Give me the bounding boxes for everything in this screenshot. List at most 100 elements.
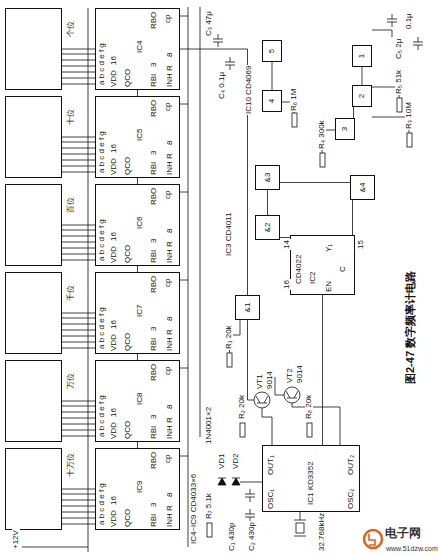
resistor-symbol (397, 98, 402, 112)
counter-chip: IC6VDDa b c d e f gQCOcpRBORBIINH R1638 (95, 184, 180, 266)
nand-gate: &1 (235, 295, 260, 320)
pin-label: EN (325, 281, 333, 292)
pin-label: VDD (110, 422, 118, 439)
pin-label: 8 (166, 141, 174, 145)
pin-label: a b c d e f g (98, 43, 106, 85)
pin-label: CD4022 (295, 255, 303, 284)
digit-label: 千位 (67, 285, 75, 301)
transistor-base (257, 403, 267, 404)
digit-label: 万位 (67, 373, 75, 389)
segment-wire (62, 254, 95, 255)
part-label: R₇ 5.1k (205, 492, 213, 520)
connector-wire (62, 313, 95, 314)
part-label: IC4~IC9 CD4033×6 (190, 473, 198, 545)
gate-label: 3 (341, 127, 349, 131)
part-label: R₃ 10M (405, 101, 413, 130)
segment-wire (62, 524, 95, 525)
pin-label: cp (164, 15, 172, 23)
capacitor-lead (418, 45, 419, 50)
pin-label: 16 (110, 56, 118, 65)
segment-wire (62, 166, 95, 167)
digit-label: 百位 (67, 197, 75, 213)
pin-label: INH R (166, 153, 174, 175)
pin-label: IC9 (136, 481, 144, 493)
connector-wire (272, 62, 273, 90)
pin-label: VDD (110, 158, 118, 175)
resistor-symbol (227, 353, 232, 367)
segment-wire (62, 518, 95, 519)
wire (372, 30, 392, 37)
pin-label: RBI (150, 426, 158, 439)
pin-label: 3 (150, 503, 158, 507)
segment-wire (62, 430, 95, 431)
pin-label: cp (164, 279, 172, 287)
part-label: R₆ 1M (290, 88, 298, 112)
part-label: +12V (12, 529, 20, 550)
pin-label: VDD (110, 70, 118, 87)
pin-label: a b c d e f g (98, 131, 106, 173)
segment-wire (62, 172, 95, 173)
pin-label: RBO (150, 364, 158, 381)
counter-chip: IC5VDDa b c d e f gQCOcpRBORBIINH R1638 (95, 96, 180, 178)
supply-wire (22, 547, 88, 548)
gate-label: &1 (244, 303, 252, 313)
pin-label: VDD (110, 334, 118, 351)
pin-label: OSC₁ (267, 489, 275, 509)
connector-wire (180, 49, 248, 295)
diode-symbol (232, 478, 240, 485)
gate-label: &4 (359, 183, 367, 193)
part-label: VT2 (286, 367, 294, 384)
part-label: IC10 CD4069 (245, 65, 253, 115)
pin-label: a b c d e f g (98, 483, 106, 525)
pin-label: INH R (166, 329, 174, 351)
pin-label: INH R (166, 417, 174, 439)
resistor-symbol (240, 423, 245, 437)
resistor-symbol (320, 153, 325, 167)
part-label: VD2 (232, 452, 240, 470)
gate-label: 2 (358, 94, 366, 98)
capacitor-lead (218, 34, 219, 39)
pin-label: 3 (150, 239, 158, 243)
segment-wire (62, 148, 95, 149)
counter-chip: IC7VDDa b c d e f gQCOcpRBORBIINH R1638 (95, 272, 180, 354)
pin-label: QCO (124, 157, 132, 175)
part-label: C₁ 430p (228, 522, 236, 553)
connector-wire (322, 295, 323, 445)
pin-label: C (339, 266, 347, 272)
counter-chip: IC8VDDa b c d e f gQCOcpRBORBIINH R1638 (95, 360, 180, 442)
resistor-symbol (207, 523, 212, 537)
nand-gate: &3 (255, 165, 280, 190)
digit-label: 个位 (67, 21, 75, 37)
pin-label: 16 (110, 320, 118, 329)
pin-label: INH R (166, 505, 174, 527)
wire (292, 403, 340, 445)
seven-seg-display: 万位 (5, 360, 62, 442)
pin-label: RBI (150, 514, 158, 527)
digit-label: 十万位 (67, 453, 75, 477)
pin-label: QCO (124, 69, 132, 87)
counter-chip: IC4VDDa b c d e f gQCOcpRBORBIINH R1638 (95, 8, 180, 90)
pin-label: a b c d e f g (98, 307, 106, 349)
seven-seg-display: 十万位 (5, 448, 62, 530)
pin-label: 16 (110, 408, 118, 417)
pin-label: cp (164, 191, 172, 199)
pin-label: 8 (166, 229, 174, 233)
capacitor-lead (218, 42, 219, 47)
pin-label: 16 (110, 496, 118, 505)
inverter-gate: 3 (335, 118, 355, 140)
transistor-base (287, 398, 297, 399)
connector-wire (362, 67, 363, 85)
part-label: C₂ 430p (248, 521, 256, 552)
wire (275, 377, 284, 395)
segment-wire (62, 406, 95, 407)
connector-wire (62, 401, 95, 402)
segment-wire (62, 154, 95, 155)
pin-label: QCO (124, 333, 132, 351)
segment-wire (62, 412, 95, 413)
wire (248, 320, 255, 400)
gate-label: &3 (264, 173, 272, 183)
pin-label: cp (164, 455, 172, 463)
capacitor-lead (392, 22, 393, 27)
part-label: R₅ 51k (395, 69, 403, 95)
